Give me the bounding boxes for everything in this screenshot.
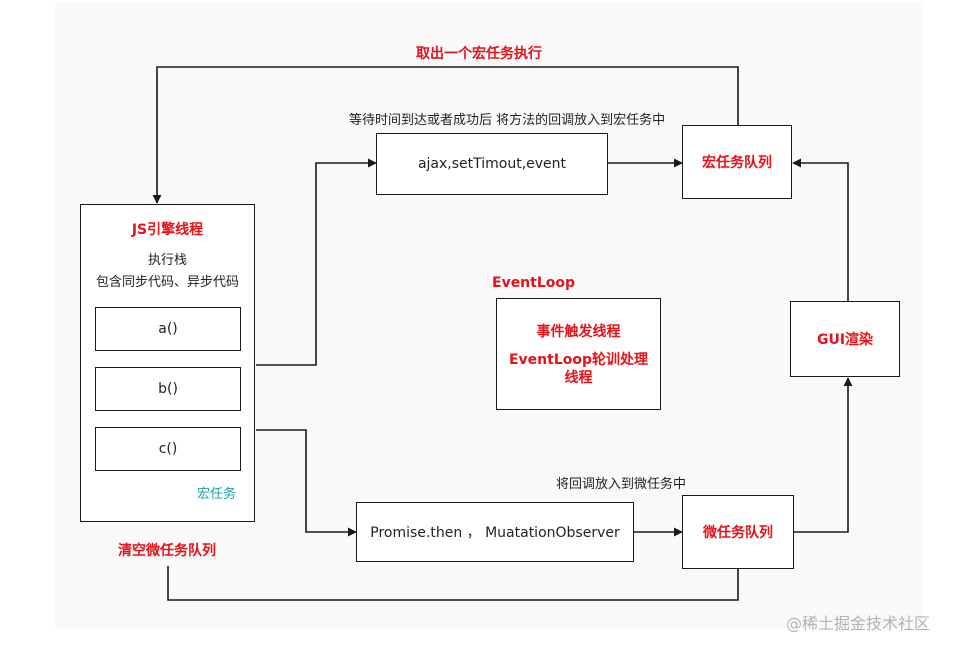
event-thread-line2: EventLoop轮训处理线程 (508, 352, 649, 386)
label-eventloop: EventLoop (492, 275, 576, 291)
label-put-micro: 将回调放入到微任务中 (556, 477, 687, 492)
js-engine-title: JS引擎线程 (131, 222, 204, 238)
label-wait-put-macro: 等待时间到达或者成功后 将方法的回调放入到宏任务中 (349, 113, 666, 128)
gui-render-box: GUI渲染 (790, 301, 900, 377)
arrow-engine-to-promise (256, 429, 357, 537)
stack-frame-a: a() (95, 307, 241, 351)
js-engine-box: JS引擎线程 执行栈 包含同步代码、异步代码 a() b() c() 宏任务 (80, 204, 255, 522)
stack-frame-c: c() (95, 427, 241, 471)
event-thread-line1: 事件触发线程 (536, 324, 621, 340)
arrow-micro-to-gui (794, 377, 853, 533)
js-engine-footer: 宏任务 (197, 487, 237, 502)
arrow-macro-to-engine (152, 66, 739, 204)
arrow-gui-to-macro (792, 158, 849, 301)
event-thread-box: 事件触发线程 EventLoop轮训处理线程 (496, 298, 661, 410)
macro-queue-box: 宏任务队列 (682, 125, 792, 199)
arrow-engine-to-async (256, 158, 377, 366)
arrow-clear-to-micro (167, 556, 743, 601)
watermark: @稀土掘金技术社区 (786, 614, 931, 633)
async-sources-box: ajax,setTimout,event (376, 133, 608, 195)
js-engine-line2: 包含同步代码、异步代码 (95, 275, 239, 290)
stack-frame-b: b() (95, 367, 241, 411)
label-take-macro: 取出一个宏任务执行 (416, 46, 542, 62)
js-engine-line1: 执行栈 (147, 253, 187, 268)
promise-box: Promise.then ， MuatationObserver (356, 502, 634, 562)
micro-queue-box: 微任务队列 (682, 495, 794, 569)
label-clear-micro: 清空微任务队列 (118, 543, 216, 559)
